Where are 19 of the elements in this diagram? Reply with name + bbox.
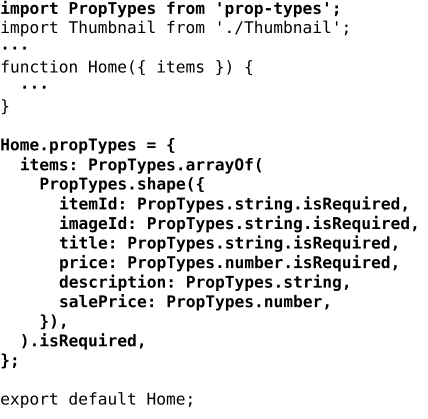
code-line: }),	[40, 314, 66, 330]
code-line: function Home({ items }) {	[2, 60, 252, 76]
code-line: title: PropTypes.string.isRequired,	[60, 235, 397, 252]
code-line: PropTypes.shape({	[40, 177, 204, 193]
code-line: price: PropTypes.number.isRequired,	[60, 254, 397, 272]
code-line: ...	[4, 46, 26, 50]
code-line: ).isRequired,	[22, 333, 143, 350]
code-line: export default Home;	[1, 392, 192, 408]
code-line: import PropTypes from 'prop-types';	[1, 0, 338, 18]
code-line: description: PropTypes.string,	[60, 274, 348, 291]
code-line: };	[2, 353, 16, 368]
code-line: Home.propTypes = {	[1, 138, 174, 154]
code-line: itemId: PropTypes.string.isRequired,	[60, 196, 406, 213]
code-line: salePrice: PropTypes.number,	[60, 294, 328, 311]
code-line: ...	[23, 86, 46, 89]
code-line: }	[2, 99, 8, 114]
code-line: imageId: PropTypes.string.isRequired,	[60, 216, 416, 232]
code-line: import Thumbnail from './Thumbnail';	[2, 20, 348, 36]
code-line: items: PropTypes.arrayOf(	[20, 157, 262, 174]
